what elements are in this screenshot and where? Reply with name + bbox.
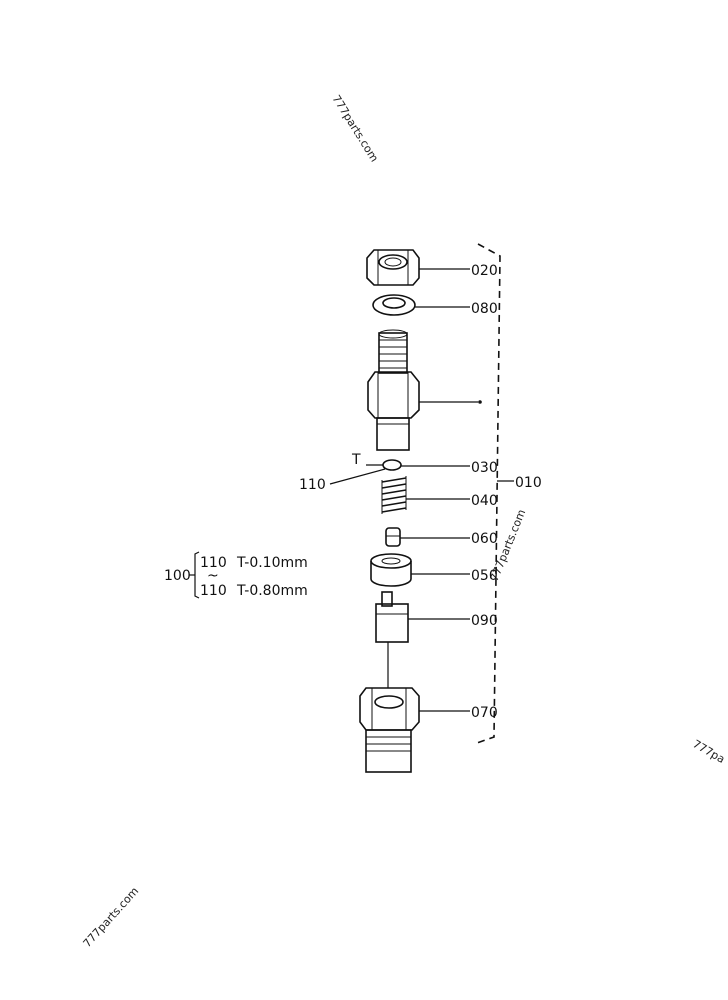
- part-spring-seat: [385, 527, 401, 547]
- callout-070: 070: [471, 705, 498, 721]
- callout-060: 060: [471, 531, 498, 547]
- part-spacer: [370, 553, 412, 587]
- shim-row-part: 110: [200, 555, 227, 571]
- part-cap-nut: [366, 249, 420, 286]
- shim-thickness-table: 100 110 T-0.10mm ~ 110 T-0.80mm: [164, 551, 308, 599]
- callout-090: 090: [471, 613, 498, 629]
- callout-010: 010: [515, 475, 542, 491]
- part-nozzle: [375, 591, 409, 688]
- shim-row-part: 110: [200, 583, 227, 599]
- part-washer: [372, 294, 416, 316]
- group-label-100: 100: [164, 568, 191, 584]
- watermark: 777pa: [691, 737, 728, 766]
- part-holder-body: [367, 329, 420, 451]
- part-spring: [381, 476, 407, 514]
- callout-030: 030: [471, 460, 498, 476]
- callout-040: 040: [471, 493, 498, 509]
- shim-thickness-mark: T: [351, 452, 361, 468]
- shim-row-spec: T-0.10mm: [236, 555, 308, 571]
- callout-080: 080: [471, 301, 498, 317]
- assembly-bracket: [473, 243, 514, 745]
- callout-020: 020: [471, 263, 498, 279]
- callout-050: 050: [471, 568, 498, 584]
- range-mark: ~: [207, 568, 219, 584]
- part-shim: [366, 459, 402, 471]
- shim-row-spec: T-0.80mm: [236, 583, 308, 599]
- watermark: 777parts.com: [329, 93, 380, 165]
- watermark: 777parts.com: [81, 885, 142, 950]
- callout-110: 110: [299, 477, 326, 493]
- part-retaining-nut: [359, 687, 420, 773]
